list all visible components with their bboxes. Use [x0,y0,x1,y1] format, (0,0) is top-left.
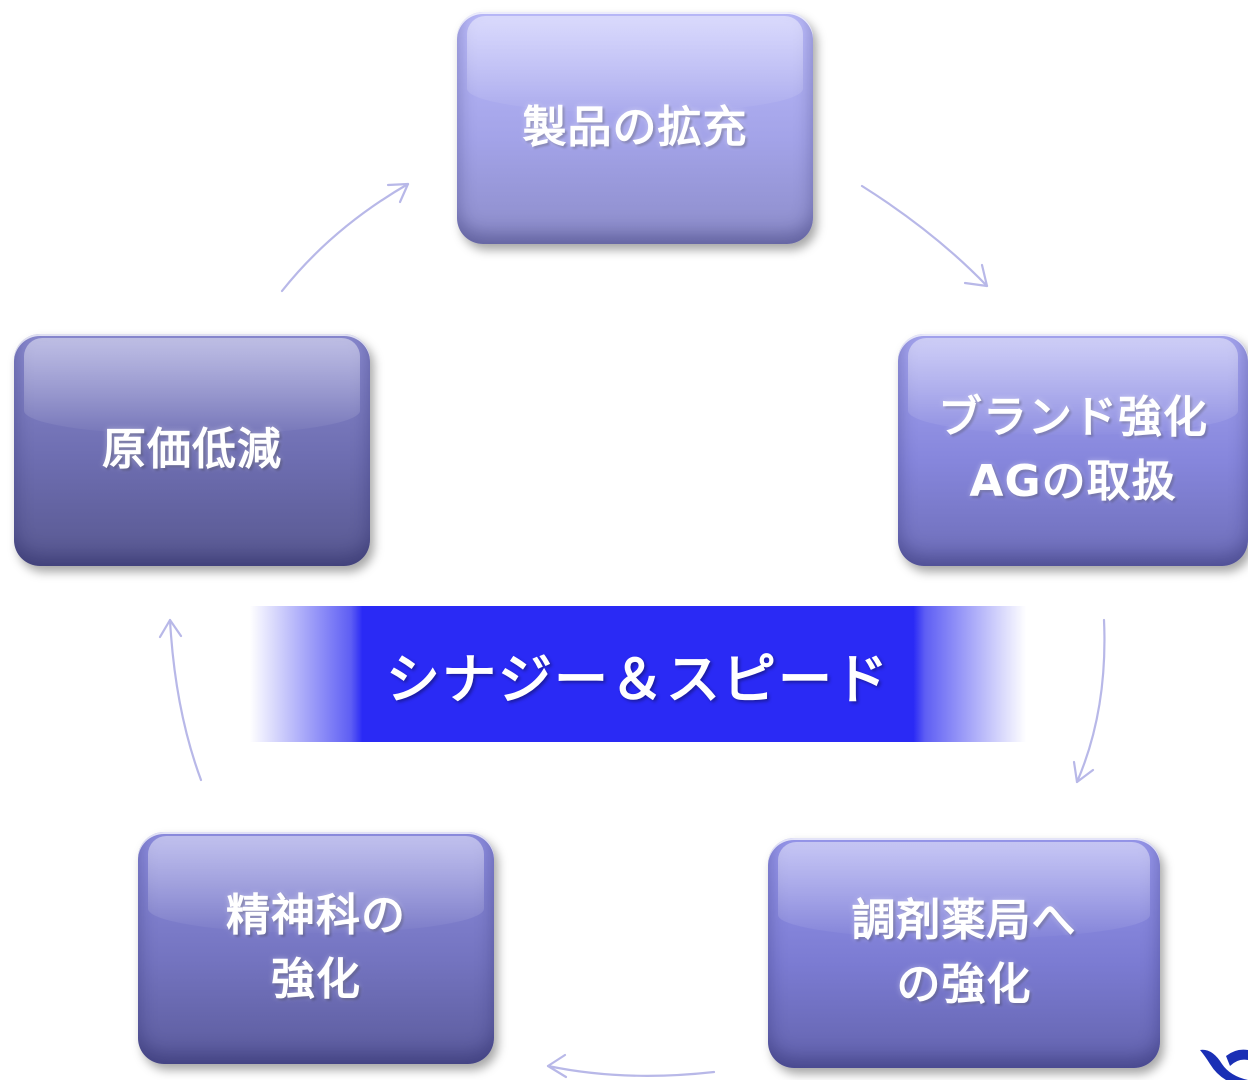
arrowhead-bottom-right-to-bottom-left [546,1053,568,1079]
node-pharmacy-strengthening: 調剤薬局へ の強化 [768,838,1160,1068]
node-label: 原価低減 [102,424,282,476]
arrow-left-to-top [280,182,410,293]
arrowhead-top-to-right [963,263,989,288]
node-cost-reduction: 原価低減 [14,334,370,566]
node-label: 調剤薬局へ の強化 [851,895,1077,1010]
node-product-expansion: 製品の拡充 [457,12,813,244]
center-title: シナジー＆スピード [386,647,890,711]
node-label: 製品の拡充 [522,102,748,154]
arrowhead-left-to-top [386,182,410,204]
brand-logo-icon [1200,1049,1248,1080]
arrow-right-to-bottom-right [1075,618,1106,784]
node-label: 精神科の 強化 [226,890,406,1005]
arrow-bottom-right-to-bottom-left [546,1064,716,1077]
arrow-top-to-right [860,184,989,288]
node-label: ブランド強化 AGの取扱 [938,392,1208,507]
node-psychiatry-strengthening: 精神科の 強化 [138,832,494,1064]
arrowhead-bottom-left-to-left [158,618,183,639]
arrowhead-right-to-bottom-right [1072,760,1095,784]
center-banner: シナジー＆スピード [250,606,1026,742]
arrow-bottom-left-to-left [168,618,203,782]
node-brand-strengthening: ブランド強化 AGの取扱 [898,334,1248,566]
